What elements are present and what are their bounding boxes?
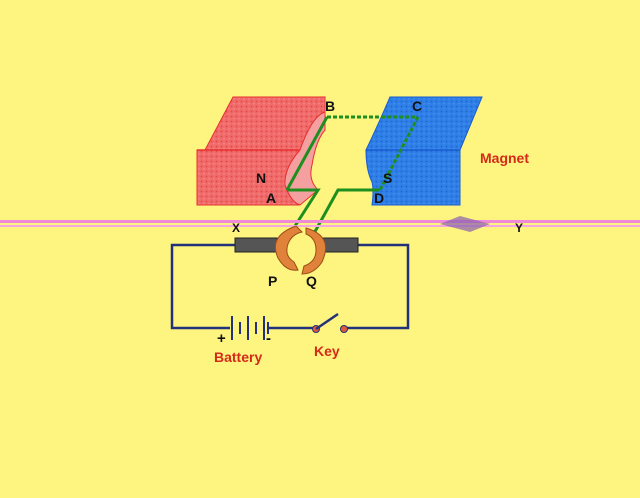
label-key: Key — [314, 343, 340, 359]
label-p: P — [268, 273, 277, 289]
label-q: Q — [306, 273, 317, 289]
circuit-wire — [170, 243, 410, 330]
label-s: S — [383, 170, 392, 186]
label-battery: Battery — [214, 349, 262, 365]
label-x: X — [232, 221, 240, 235]
label-a: A — [266, 190, 276, 206]
label-b: B — [325, 98, 335, 114]
brush-x — [234, 237, 278, 253]
key-switch — [312, 312, 348, 333]
label-c: C — [412, 98, 422, 114]
scan-line-artifact — [0, 216, 640, 232]
label-y: Y — [515, 221, 523, 235]
label-n: N — [256, 170, 266, 186]
label-magnet: Magnet — [480, 150, 529, 166]
label-d: D — [374, 190, 384, 206]
south-magnet — [365, 96, 483, 206]
label-minus: - — [266, 330, 271, 347]
battery — [231, 316, 269, 340]
split-ring-commutator — [274, 225, 326, 275]
label-plus: + — [217, 330, 226, 347]
